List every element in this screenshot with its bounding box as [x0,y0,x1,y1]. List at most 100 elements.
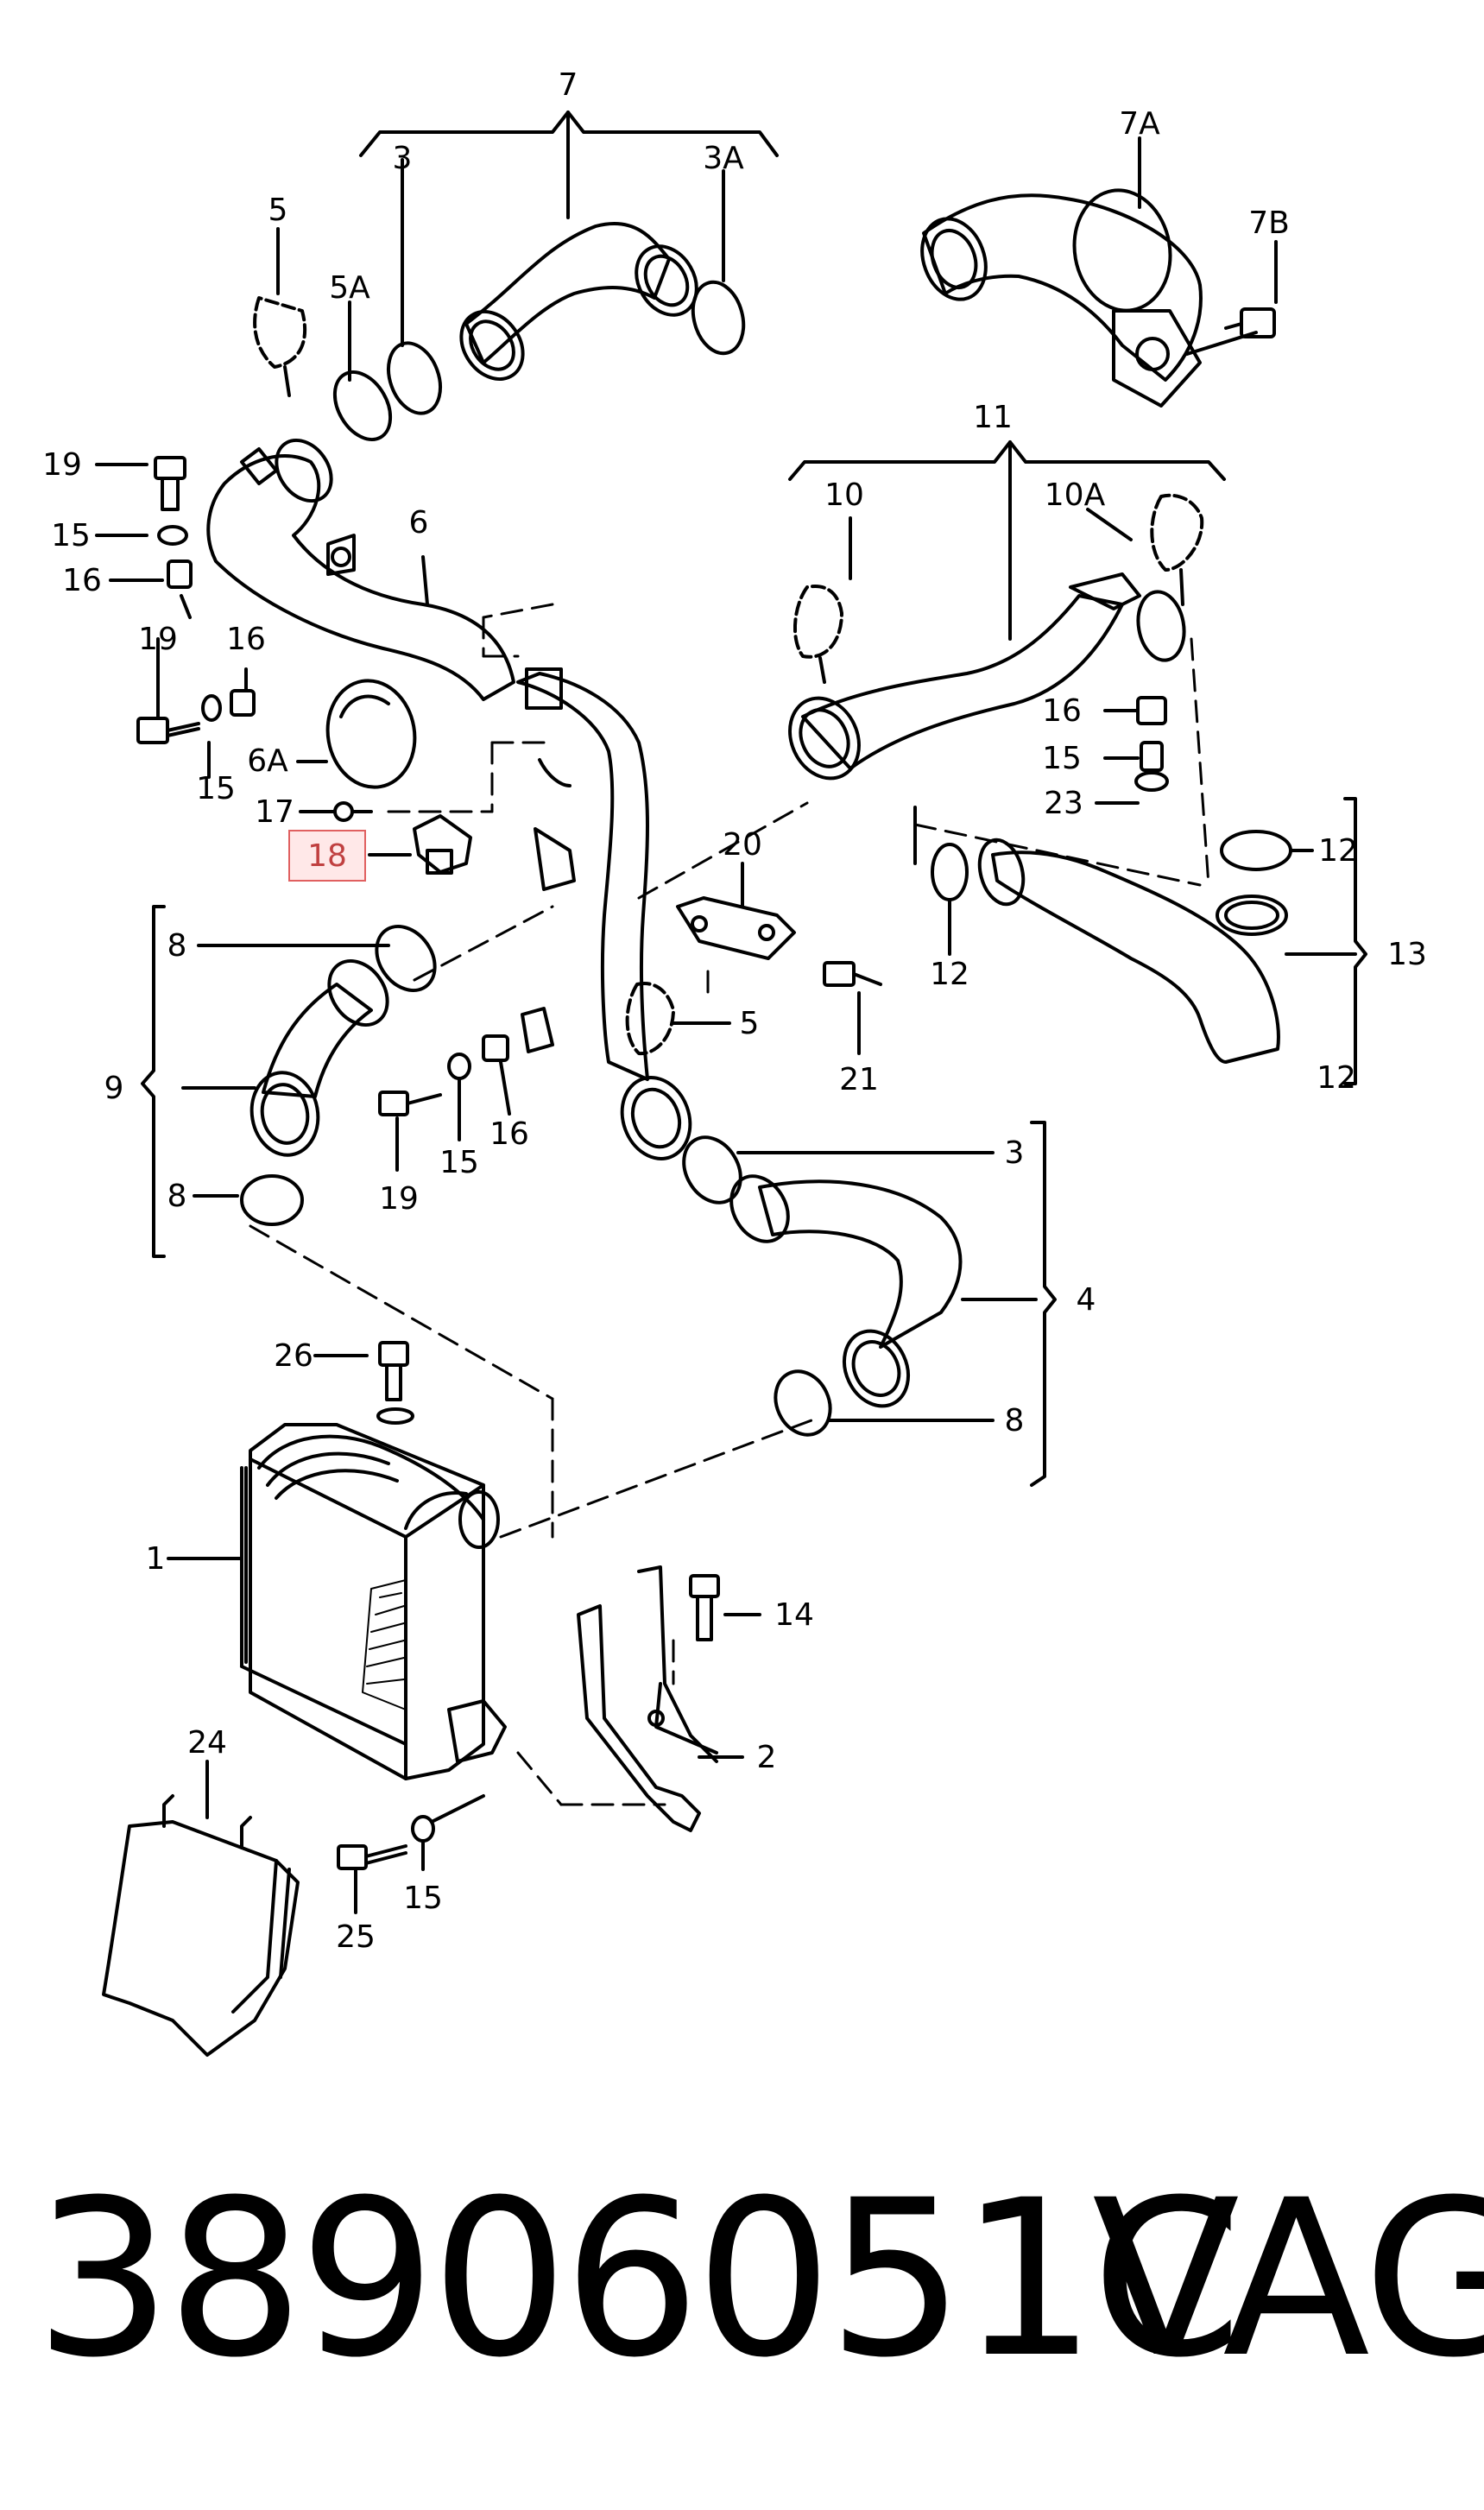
callout-8-lower: 8 [1005,1403,1025,1438]
callout-1: 1 [146,1541,166,1577]
callout-10: 10 [824,477,864,513]
bracket-20 [676,896,796,960]
callout-15-right: 15 [1042,741,1082,776]
callout-16-right: 16 [1042,693,1082,729]
washer-15-top [157,525,188,546]
gasket-5-mid [625,982,675,1056]
callout-7: 7 [559,67,578,103]
hose-4-drawing [729,1174,963,1408]
callout-14: 14 [774,1597,814,1633]
nut-16-mid [230,689,256,717]
pipe-main-vertical [516,667,692,1160]
callout-12-top: 12 [1318,833,1358,869]
nut-16-right [1136,696,1167,725]
callout-16-top: 16 [62,563,102,598]
callout-15-mid: 15 [196,771,236,806]
callout-2: 2 [757,1740,777,1775]
sensor-18 [413,814,472,875]
o-ring-8-lower [774,1369,832,1437]
brand-name: VAG [1092,2153,1484,2405]
callout-16-mid: 16 [226,622,266,657]
nut-16-top [167,560,193,589]
gasket-10A [1150,493,1204,572]
callout-3A: 3A [703,141,744,176]
callout-25: 25 [336,1919,376,1955]
callout-19-mid: 19 [138,622,178,657]
pipe-6-drawing [206,438,515,701]
callout-5-mid: 5 [740,1006,760,1041]
part-footer: 38906051C VAG [0,2133,1484,2426]
callout-18-highlighted: 18 [307,838,347,874]
callout-8-mid: 8 [167,1179,187,1214]
callout-21: 21 [839,1062,879,1097]
callout-11: 11 [973,400,1013,435]
callout-7B: 7B [1248,205,1290,241]
callout-6A: 6A [247,743,288,779]
callout-17: 17 [255,794,294,830]
bracket-7 [359,111,779,219]
screw-17 [333,801,373,822]
washer-15-bottom [411,1815,435,1843]
callout-3-mid: 3 [1005,1135,1025,1171]
gasket-5-top [253,296,307,369]
callout-7A: 7A [1119,106,1160,142]
washer-15-right [1140,741,1164,772]
callout-19-lower: 19 [379,1181,419,1217]
callout-15-top: 15 [51,518,91,553]
callout-3-top: 3 [393,141,413,176]
o-ring-3A [691,280,746,356]
bolt-21 [823,961,882,987]
callout-6: 6 [409,505,429,541]
hose-7-drawing [459,221,698,381]
o-ring-8-top-left [375,924,437,993]
highlight-box-18 [288,830,366,882]
callout-13: 13 [1387,937,1427,972]
bolt-7B [1224,307,1276,338]
air-guide-24-drawing [102,1760,300,2057]
callout-20: 20 [723,827,762,863]
callout-4: 4 [1077,1282,1096,1318]
callout-9: 9 [104,1071,124,1106]
assembly-lines [249,603,1210,1806]
callout-24: 24 [187,1725,227,1761]
o-ring-8-mid-left [240,1174,304,1226]
bolt-19-top [154,456,186,511]
bolt-25 [337,1844,407,1870]
hose-9-drawing [249,958,389,1157]
bolt-19-lower [378,1091,442,1116]
pipe-7A-drawing [920,136,1258,408]
hose-11-drawing [788,572,1186,781]
callout-12-bottom: 12 [1317,1060,1356,1096]
bolt-14 [689,1574,720,1641]
gasket-10 [793,585,843,659]
callout-15-lower: 15 [439,1145,479,1180]
callout-23: 23 [1044,786,1083,821]
callout-5-top: 5 [268,193,288,228]
bolt-19-mid [136,717,200,744]
nut-16-lower [482,1034,509,1062]
nut-23 [1134,771,1169,792]
callout-labels: 7 3 3A 5 5A 7A 7B 19 15 16 6 11 10 10A 1… [42,67,1427,1955]
washer-15-lower [447,1053,471,1080]
bracket-11 [788,440,1226,641]
callout-12-left: 12 [930,957,969,992]
part-number: 38906051C [35,2153,1242,2405]
callout-26: 26 [274,1338,313,1374]
bracket-2-drawing [577,1565,718,1832]
callout-5A: 5A [329,270,370,306]
clamp-5A [332,370,393,441]
bolt-26 [378,1341,409,1401]
callout-19-top: 19 [42,447,82,483]
o-ring-12-top [1220,830,1292,871]
callout-10A: 10A [1045,477,1106,513]
o-ring-3-mid [682,1135,742,1204]
o-ring-12-left [931,843,969,901]
callout-15-bottom: 15 [403,1881,443,1916]
callout-8-top: 8 [167,928,187,964]
callout-16-lower: 16 [489,1116,529,1152]
intercooler-1-drawing [240,1423,507,1780]
washer-15-mid [201,694,222,722]
gasket-6A [325,679,417,789]
